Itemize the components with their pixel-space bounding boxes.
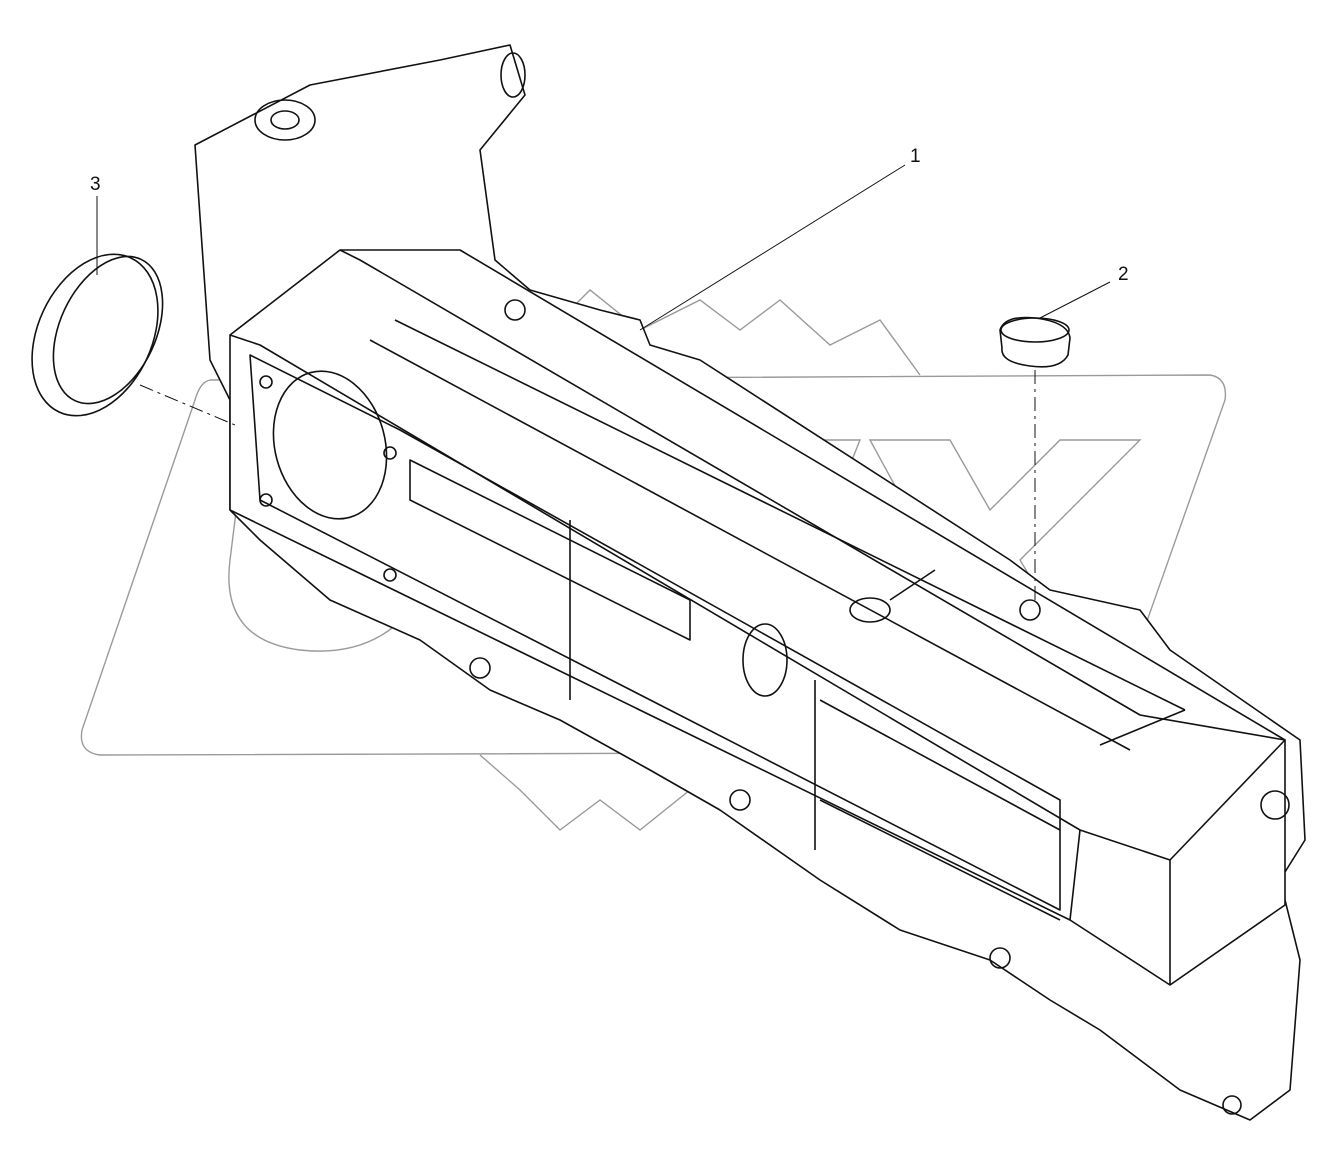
callout-1: 1: [910, 146, 921, 167]
exhaust-manifold: [194, 44, 1306, 1121]
part-2-small-plug: [999, 281, 1111, 600]
callout-3: 3: [90, 174, 101, 195]
part-1-leader-line: [639, 164, 906, 331]
part-3-cap-plug: [31, 196, 236, 426]
callout-2: 2: [1118, 264, 1129, 285]
